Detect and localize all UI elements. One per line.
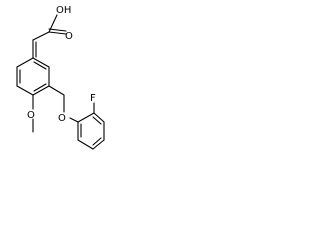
aryl-bond-5 <box>77 139 94 150</box>
fluorophenyl-ring: F <box>77 93 105 150</box>
bond-c-o-double-2 <box>48 28 67 32</box>
vinyl-linker <box>32 31 50 59</box>
ring-bond-6 <box>32 57 50 68</box>
bond-vinyl-1 <box>32 31 50 41</box>
aryl-bond-2 <box>93 112 105 123</box>
carboxylic-acid-group: OH O <box>48 5 73 42</box>
benzyl-ether-linker: O <box>48 85 79 124</box>
aryl-inner-bond-2 <box>92 137 102 146</box>
carbonyl-oxygen-label: O <box>65 31 73 42</box>
ether-oxygen-label: O <box>58 113 66 124</box>
ring-bond-1 <box>16 57 34 68</box>
bond-c-o-double-1 <box>48 31 67 35</box>
bond-o-aryl <box>69 117 79 123</box>
fluorine-label: F <box>90 93 96 104</box>
aryl-bond-1 <box>77 112 95 123</box>
ring-inner-bond-3 <box>33 61 47 70</box>
bond-ring-ch2 <box>48 85 65 96</box>
chemical-structure-diagram: OH O O O <box>16 5 105 150</box>
ring-bond-4 <box>32 85 50 96</box>
central-benzene-ring <box>16 57 50 96</box>
aryl-bond-4 <box>92 139 105 150</box>
hydroxyl-label: OH <box>56 5 71 16</box>
methoxy-oxygen-label: O <box>27 110 35 121</box>
ring-bond-3 <box>16 85 34 96</box>
ring-inner-bond-2 <box>33 83 47 92</box>
methoxy-group: O <box>27 94 35 133</box>
aryl-inner-bond-1 <box>92 116 102 125</box>
